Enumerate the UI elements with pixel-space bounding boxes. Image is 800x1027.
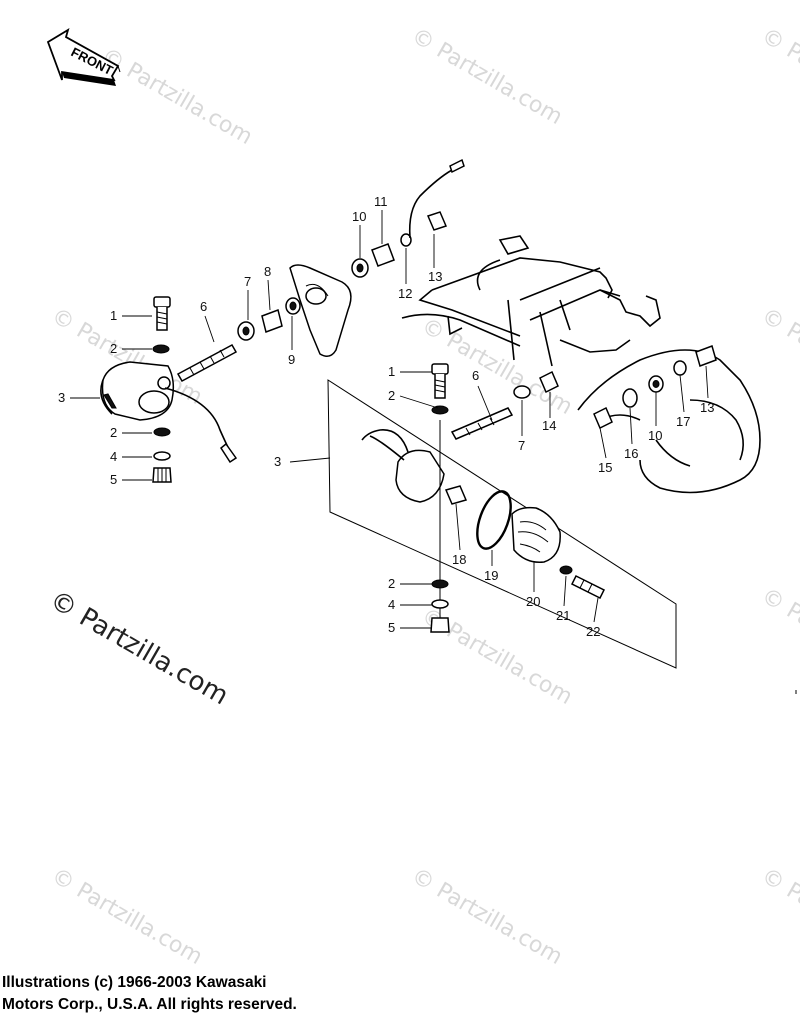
callout-label: 17 — [676, 414, 690, 429]
callout-label: 13 — [428, 269, 442, 284]
callout-label: 15 — [598, 460, 612, 475]
callout-label: 20 — [526, 594, 540, 609]
copyright-line-2: Motors Corp., U.S.A. All rights reserved… — [2, 996, 297, 1013]
callout-label: 10 — [648, 428, 662, 443]
watermark-prominent: © Partzilla.com — [45, 585, 234, 711]
callout-label: 18 — [452, 552, 466, 567]
leader-lines — [70, 210, 709, 629]
callout-label: 13 — [700, 400, 714, 415]
top-wiring-group — [351, 158, 465, 278]
watermark: © Partzilla.com — [407, 864, 567, 971]
callout-label: 3 — [274, 454, 281, 469]
callout-label: 6 — [200, 299, 207, 314]
callout-label: 2 — [110, 341, 117, 356]
watermark: © Partzilla.com — [407, 24, 567, 131]
callout-label: 4 — [388, 597, 395, 612]
callout-label: 5 — [388, 620, 395, 635]
callout-label: 1 — [110, 308, 117, 323]
watermark: © Partzilla.com — [97, 44, 257, 151]
callout-label: 6 — [472, 368, 479, 383]
callout-label: 22 — [586, 624, 600, 639]
callout-label: 21 — [556, 608, 570, 623]
rear-fender-frame — [401, 235, 761, 494]
callout-label: 1 — [388, 364, 395, 379]
callout-label: 2 — [388, 576, 395, 591]
watermark: © Partzilla.com — [757, 584, 800, 691]
callout-label: 3 — [58, 390, 65, 405]
callout-label: 7 — [244, 274, 251, 289]
left-signal-assembly — [100, 264, 352, 483]
front-direction-badge: FRONT — [46, 28, 121, 86]
watermark: © Partzilla.com — [757, 864, 800, 971]
callout-label: 8 — [264, 264, 271, 279]
callout-label: 14 — [542, 418, 556, 433]
callout-label: 16 — [624, 446, 638, 461]
rear-signal-assembly — [327, 363, 677, 669]
callout-label: 12 — [398, 286, 412, 301]
callout-label: 2 — [110, 425, 117, 440]
callout-label: 9 — [288, 352, 295, 367]
callout-label: 11 — [374, 194, 388, 209]
callout-label: 7 — [518, 438, 525, 453]
callout-label: 4 — [110, 449, 117, 464]
watermark: © Partzilla.com — [757, 304, 800, 411]
callout-label: 5 — [110, 472, 117, 487]
callout-label: 2 — [388, 388, 395, 403]
callout-label: 19 — [484, 568, 498, 583]
callout-label: 10 — [352, 209, 366, 224]
callout-labels: 1 2 3 2 4 5 6 7 8 9 10 11 12 13 1 2 3 6 … — [58, 194, 714, 639]
watermark: © Partzilla.com — [47, 864, 207, 971]
copyright-line-1: Illustrations (c) 1966-2003 Kawasaki — [2, 974, 267, 991]
watermark: © Partzilla.com — [757, 24, 800, 131]
copyright-footer: Illustrations (c) 1966-2003 Kawasaki Mot… — [2, 972, 562, 1016]
